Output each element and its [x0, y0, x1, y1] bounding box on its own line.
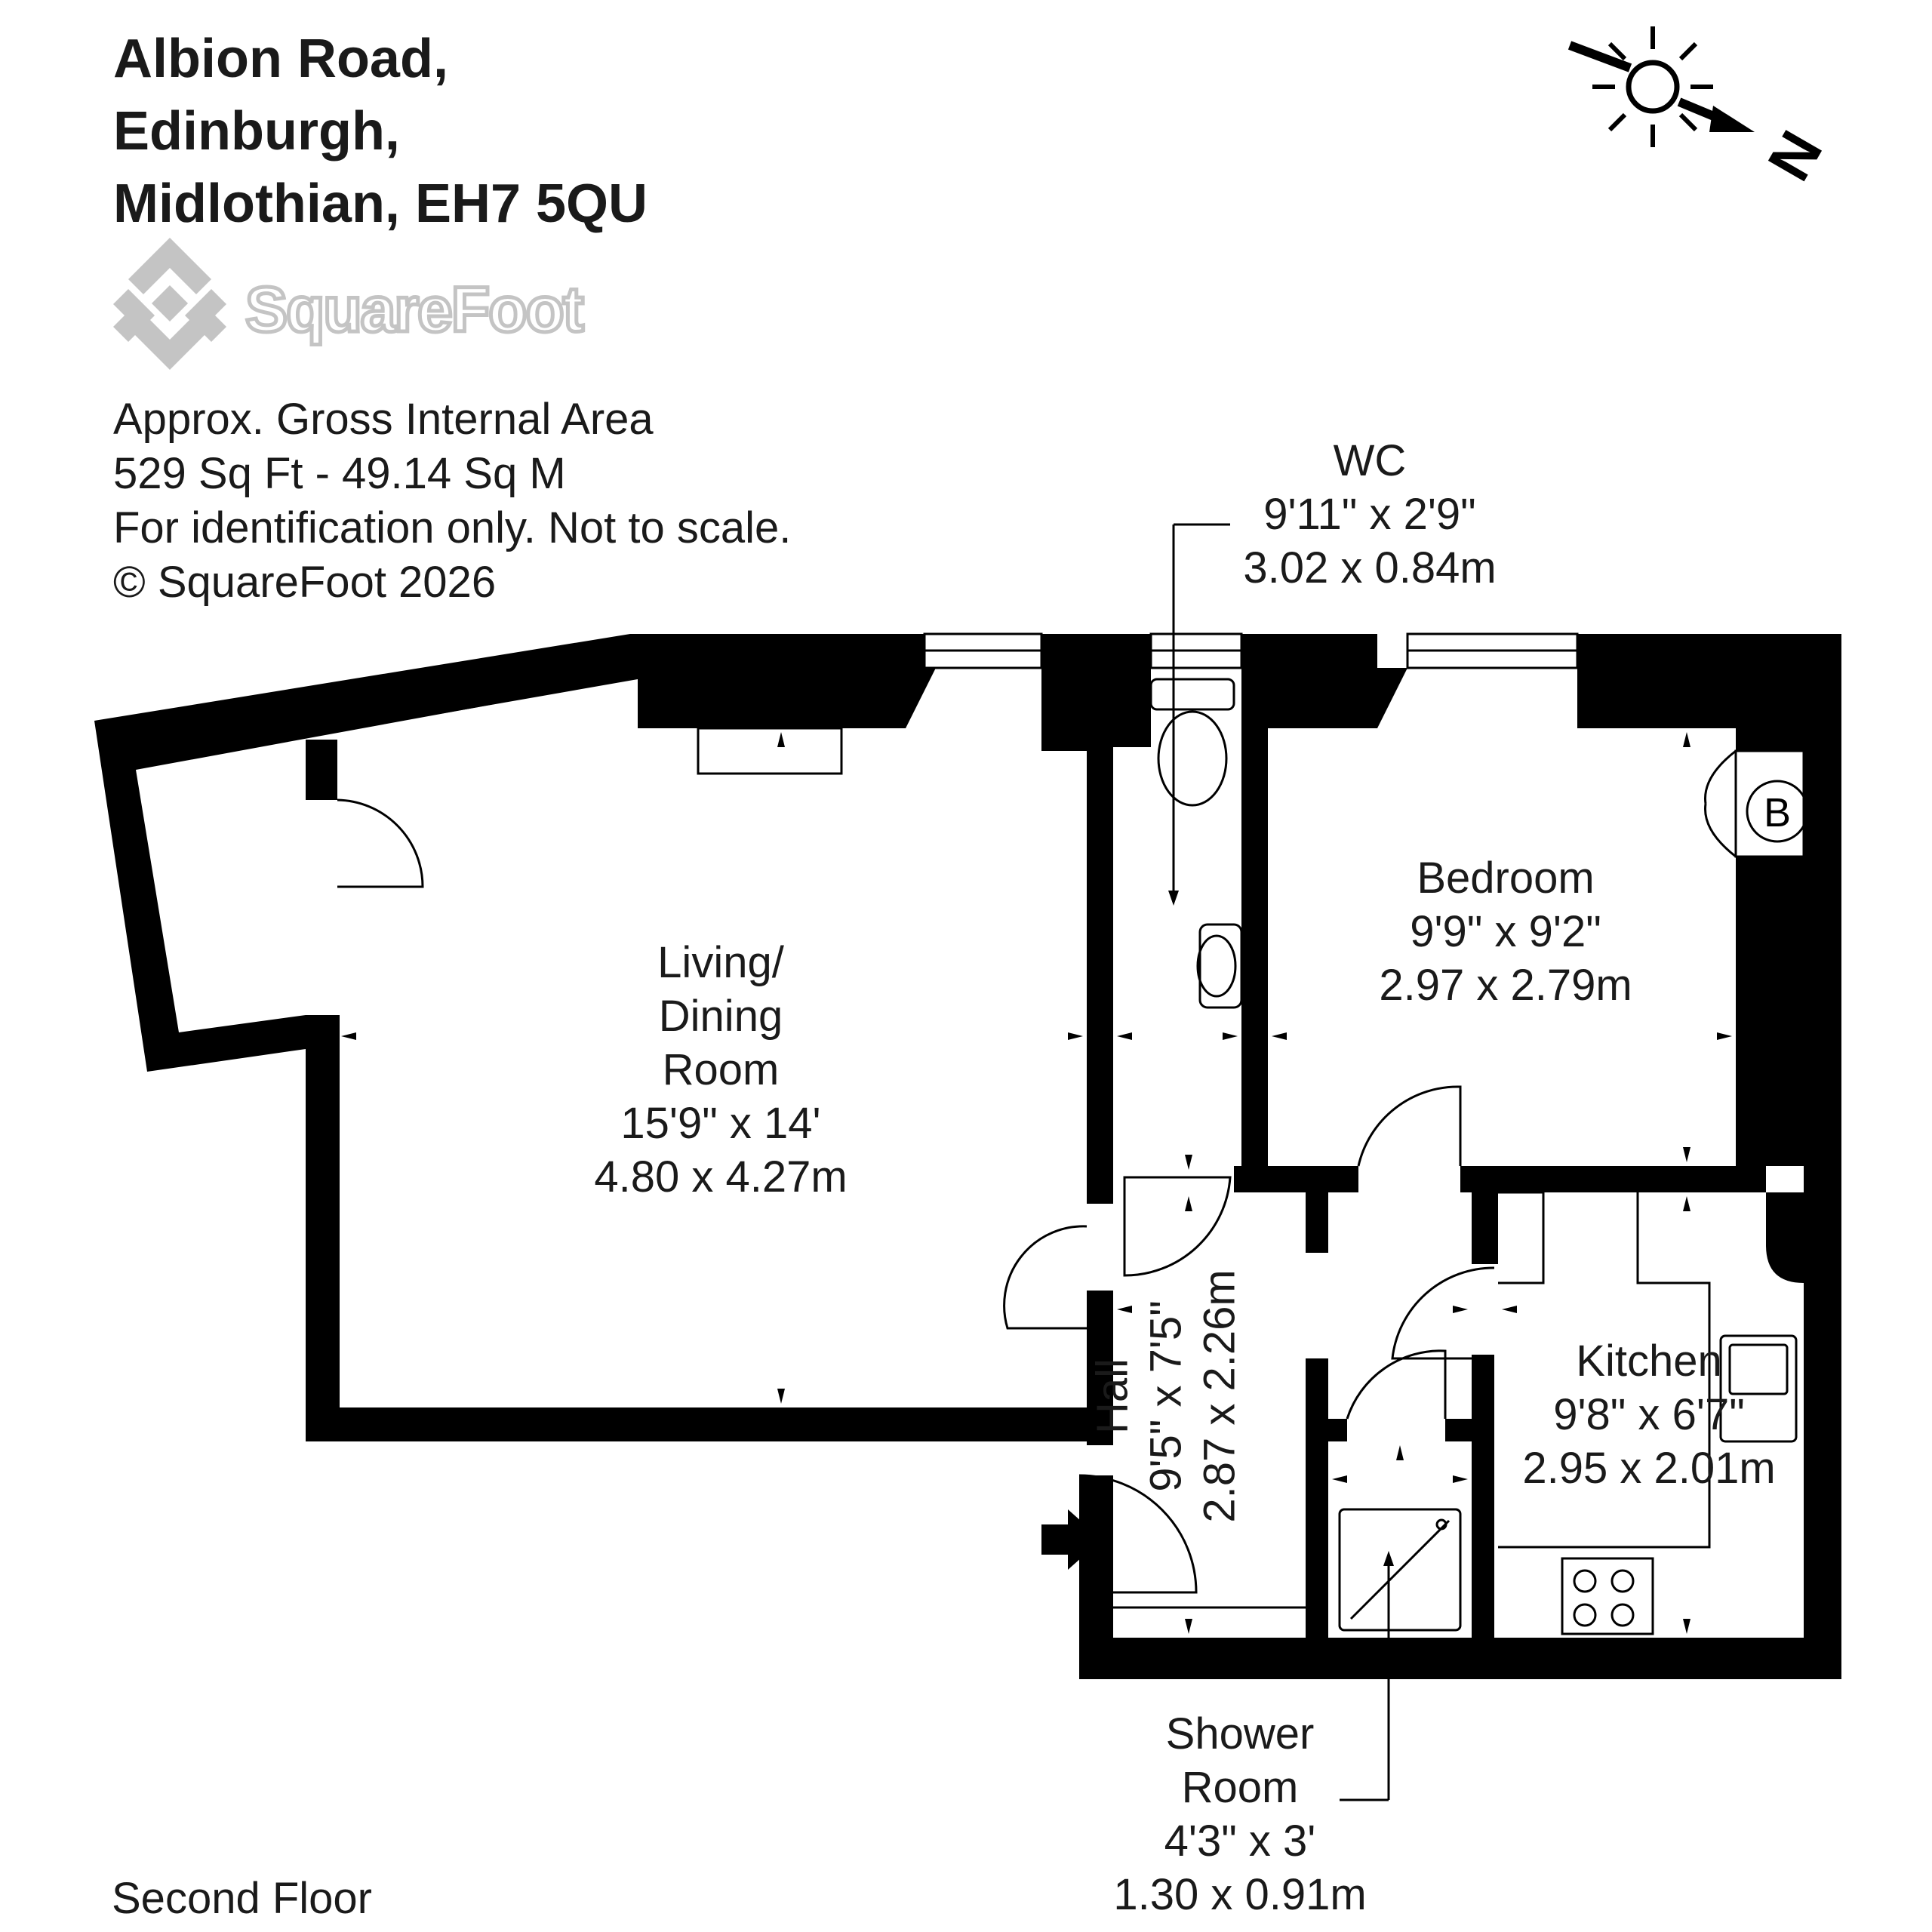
area-value: 529 Sq Ft - 49.14 Sq M [113, 449, 566, 498]
floor-label: Second Floor [112, 1874, 372, 1923]
room-label-living: Living/ Dining Room 15'9" x 14' 4.80 x 4… [594, 938, 848, 1201]
room-label-kitchen: Kitchen 9'8" x 6'7" 2.95 x 2.01m [1522, 1337, 1776, 1493]
north-arrow-icon [1709, 106, 1755, 132]
room-label-bedroom: Bedroom 9'9" x 9'2" 2.97 x 2.79m [1379, 854, 1632, 1010]
squarefoot-logo-text: SquareFoot [244, 272, 586, 347]
area-info: Approx. Gross Internal Area 529 Sq Ft - … [113, 392, 791, 610]
boiler-label: B [1764, 790, 1791, 835]
entrance-arrow-icon [1041, 1509, 1102, 1570]
north-label: N [1755, 120, 1835, 192]
fixtures [697, 523, 1809, 1801]
dimension-ticks [341, 732, 1732, 1634]
walls [94, 634, 1841, 1679]
squarefoot-logo-icon [113, 238, 226, 370]
area-heading: Approx. Gross Internal Area [113, 395, 654, 444]
sun-compass-icon [1567, 26, 1727, 147]
disclaimer: For identification only. Not to scale. [113, 503, 792, 552]
room-label-shower: Shower Room 4'3" x 3' 1.30 x 0.91m [1113, 1709, 1367, 1919]
address-title: Albion Road, Edinburgh, Midlothian, EH7 … [113, 23, 648, 240]
room-label-hall: Hall 9'5" x 7'5" 2.87 x 2.26m [1088, 1269, 1244, 1523]
doors [337, 798, 1495, 1594]
copyright: © SquareFoot 2026 [113, 558, 497, 607]
address-line-2: Edinburgh, [113, 101, 400, 162]
room-label-wc: WC 9'11" x 2'9" 3.02 x 0.84m [1243, 436, 1497, 592]
windows [923, 632, 1579, 669]
address-line-1: Albion Road, [113, 29, 448, 89]
address-line-3: Midlothian, EH7 5QU [113, 174, 648, 234]
